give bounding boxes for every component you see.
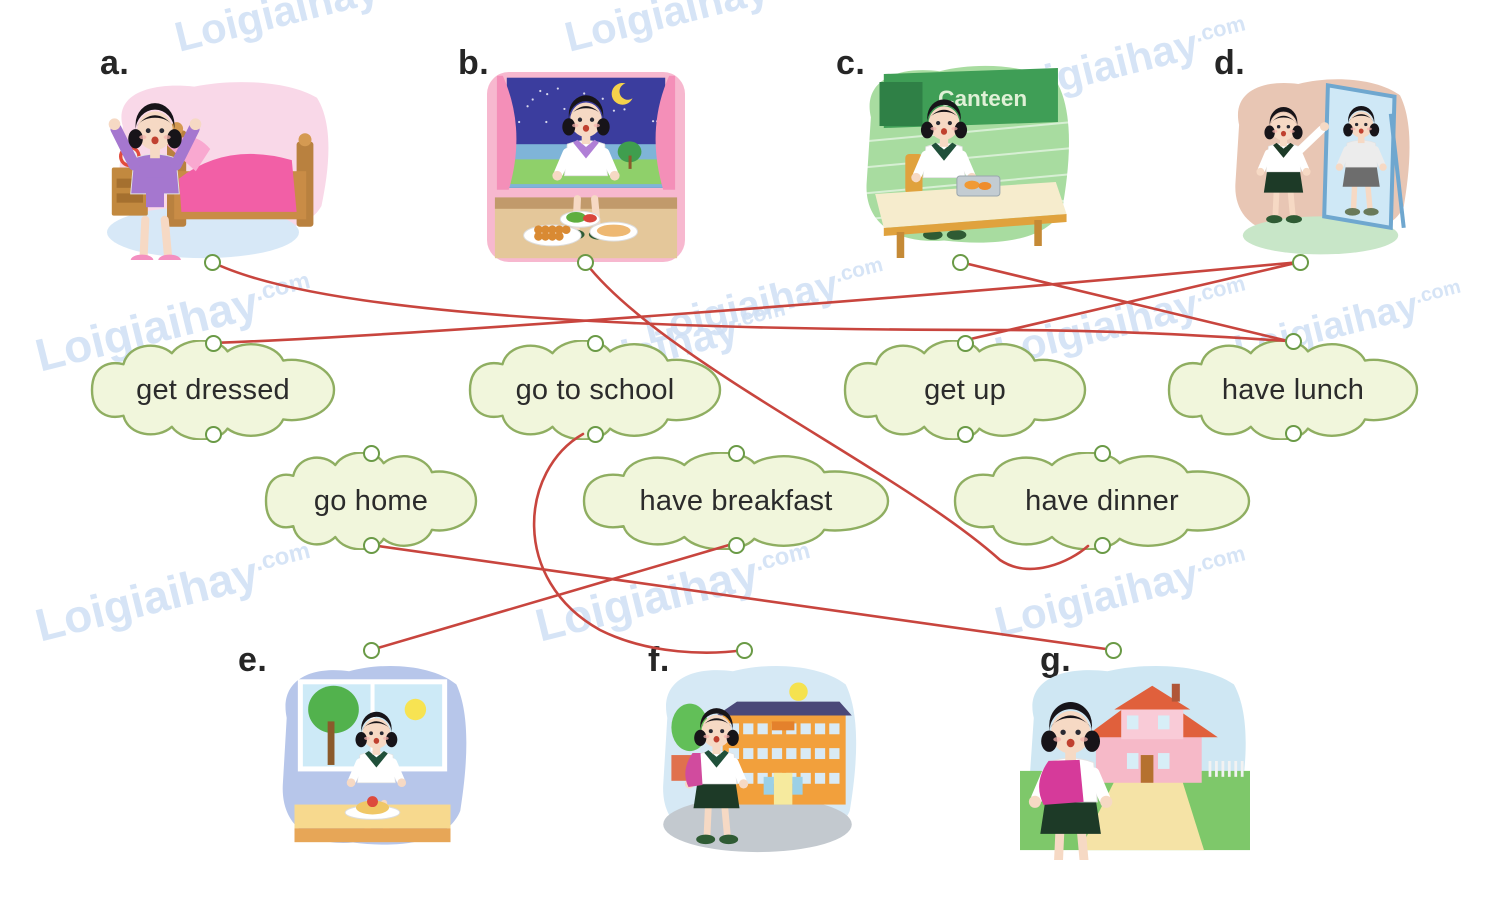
node-picture-e[interactable] [363, 642, 380, 659]
node-cloud-go-home-top[interactable] [363, 445, 380, 462]
node-cloud-get-up-bottom[interactable] [957, 426, 974, 443]
node-picture-g[interactable] [1105, 642, 1122, 659]
node-cloud-get-up-top[interactable] [957, 335, 974, 352]
node-picture-c[interactable] [952, 254, 969, 271]
node-picture-a[interactable] [204, 254, 221, 271]
node-cloud-have-dinner-top[interactable] [1094, 445, 1111, 462]
node-cloud-have-lunch-top[interactable] [1285, 333, 1302, 350]
node-cloud-have-breakfast-bottom[interactable] [728, 537, 745, 554]
node-cloud-go-to-school-bottom[interactable] [587, 426, 604, 443]
node-cloud-get-dressed-top[interactable] [205, 335, 222, 352]
node-cloud-have-dinner-bottom[interactable] [1094, 537, 1111, 554]
node-cloud-go-home-bottom[interactable] [363, 537, 380, 554]
node-picture-d[interactable] [1292, 254, 1309, 271]
node-cloud-get-dressed-bottom[interactable] [205, 426, 222, 443]
node-cloud-have-lunch-bottom[interactable] [1285, 425, 1302, 442]
node-picture-b[interactable] [577, 254, 594, 271]
node-picture-f[interactable] [736, 642, 753, 659]
node-cloud-have-breakfast-top[interactable] [728, 445, 745, 462]
node-cloud-go-to-school-top[interactable] [587, 335, 604, 352]
